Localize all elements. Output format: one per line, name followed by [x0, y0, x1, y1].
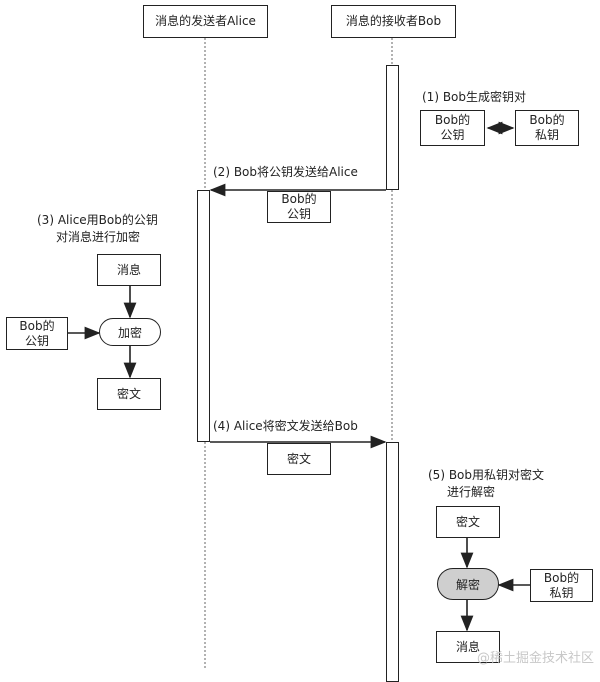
received-ciphertext-box: 密文	[436, 506, 500, 538]
box-text: 私钥	[534, 128, 559, 142]
step-3-label-line1: (3) Alice用Bob的公钥	[37, 213, 158, 227]
box-text: 消息	[116, 262, 141, 277]
alice-bob-public-key-box: Bob的公钥	[6, 317, 68, 350]
bob-private-key-box: Bob的私钥	[515, 110, 579, 146]
box-text: 密文	[116, 386, 141, 401]
box-text: 公钥	[286, 207, 311, 221]
box-text: Bob的	[19, 318, 55, 333]
bob-activation-1	[386, 65, 399, 190]
decrypt-process: 解密	[437, 568, 499, 600]
alice-label: 消息的发送者Alice	[155, 14, 256, 28]
box-text: 解密	[455, 577, 480, 592]
bob-public-key-box: Bob的公钥	[420, 110, 485, 146]
box-text: Bob的	[543, 570, 580, 585]
box-text: Bob的	[281, 192, 317, 206]
box-text: Bob的	[529, 113, 565, 127]
encrypt-process: 加密	[99, 318, 161, 346]
box-text: 公钥	[440, 128, 465, 142]
box-text: 私钥	[549, 585, 574, 600]
sent-public-key-box: Bob的公钥	[267, 191, 331, 223]
ciphertext-box: 密文	[97, 378, 161, 410]
watermark: @稀土掘金技术社区	[476, 651, 594, 666]
decrypt-private-key-box: Bob的私钥	[530, 569, 593, 602]
step-1-label: (1) Bob生成密钥对	[422, 90, 527, 104]
box-text: 公钥	[24, 333, 49, 348]
box-text: 密文	[286, 451, 311, 466]
box-text: Bob的	[434, 113, 471, 127]
sent-ciphertext-box: 密文	[267, 443, 331, 475]
step-3-label-line2: 对消息进行加密	[56, 230, 141, 244]
decrypted-message-box: 消息	[436, 631, 500, 663]
alice-participant: 消息的发送者Alice	[143, 5, 268, 38]
alice-activation	[197, 190, 210, 442]
step-4-label: (4) Alice将密文发送给Bob	[213, 419, 358, 433]
box-text: 消息	[455, 639, 480, 654]
bob-label: 消息的接收者Bob	[345, 14, 442, 28]
box-text: 密文	[455, 514, 480, 529]
step-2-label: (2) Bob将公钥发送给Alice	[213, 165, 358, 179]
box-text: 加密	[117, 325, 142, 340]
bob-participant: 消息的接收者Bob	[331, 5, 456, 38]
step-5-label-line1: (5) Bob用私钥对密文	[428, 468, 545, 482]
bob-activation-2	[386, 442, 399, 682]
message-box: 消息	[97, 254, 161, 286]
step-5-label-line2: 进行解密	[447, 485, 496, 499]
